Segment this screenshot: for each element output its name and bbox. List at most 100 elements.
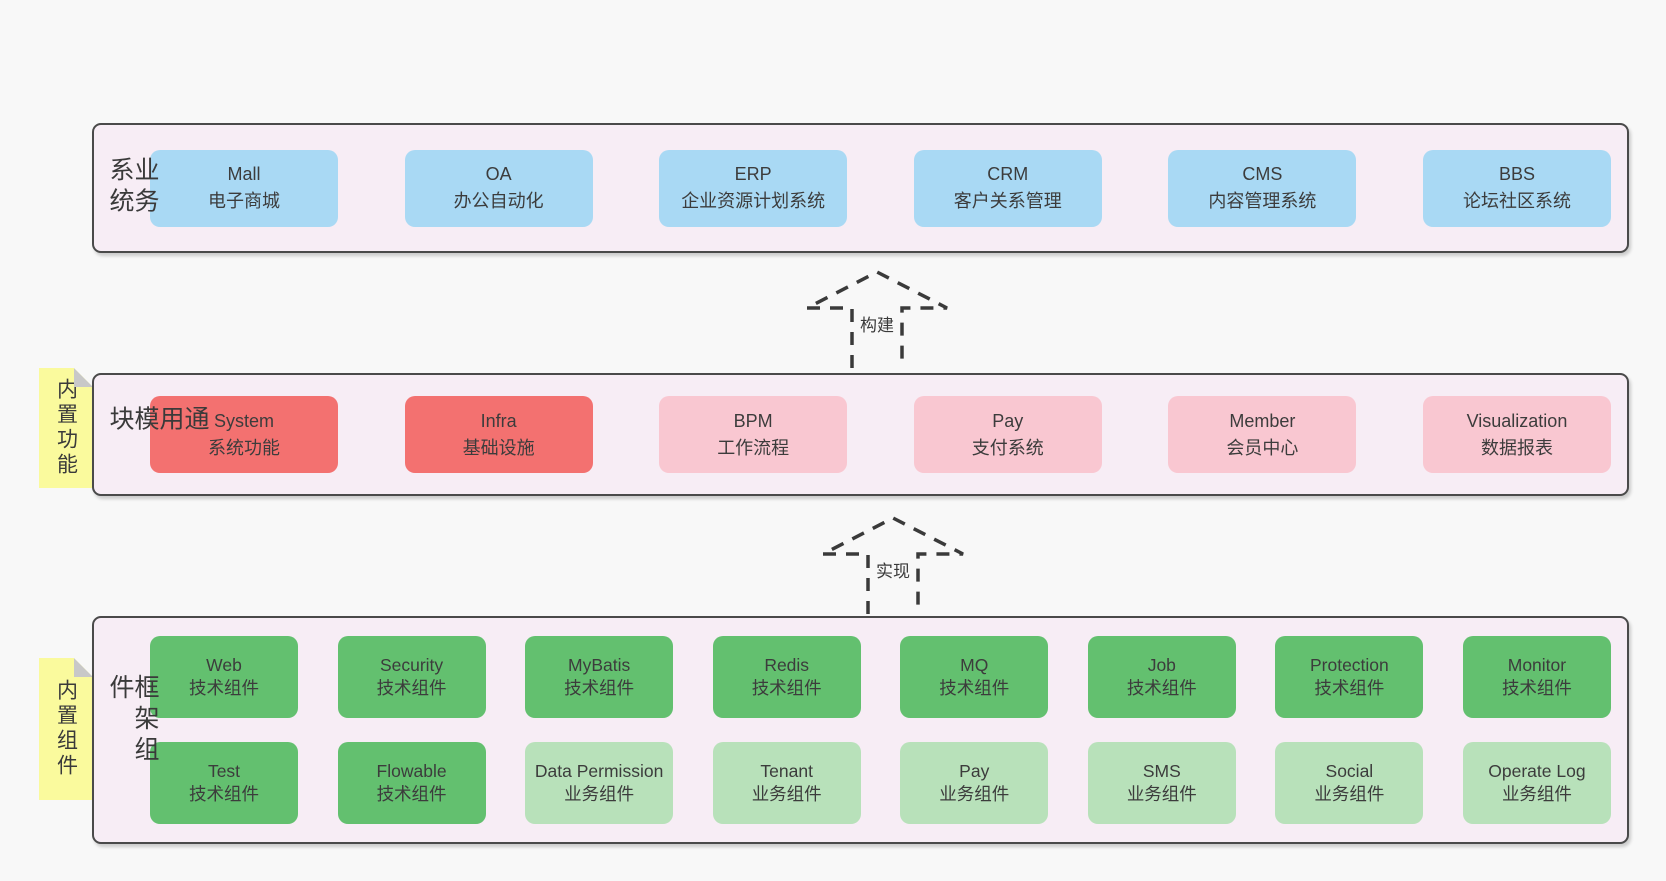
arrow-build: 构建	[802, 268, 952, 368]
box-desc: 系统功能	[208, 437, 280, 458]
box-name: OA	[485, 164, 512, 184]
sticky-note-label: 内置功能	[54, 378, 78, 478]
box-redis: Redis 技术组件	[712, 636, 861, 718]
box-desc: 技术组件	[1501, 678, 1572, 698]
box-name: Flowable	[376, 760, 447, 781]
box-mq: MQ 技术组件	[900, 636, 1049, 718]
box-crm: CRM 客户关系管理	[913, 149, 1102, 227]
box-monitor: Monitor 技术组件	[1462, 636, 1611, 718]
box-name: Member	[1229, 410, 1296, 431]
box-infra: Infra 基础设施	[404, 396, 593, 473]
box-name: Pay	[959, 760, 990, 781]
box-name: Monitor	[1507, 654, 1567, 675]
box-desc: 业务组件	[751, 784, 822, 804]
box-desc: 内容管理系统	[1208, 191, 1317, 211]
folded-corner-icon	[74, 368, 93, 387]
box-sms: SMS 业务组件	[1087, 742, 1236, 824]
box-desc: 企业资源计划系统	[681, 191, 826, 211]
box-oa: OA 办公自动化	[404, 149, 593, 227]
box-name: System	[213, 410, 274, 431]
box-desc: 技术组件	[189, 784, 259, 804]
box-web: Web 技术组件	[150, 636, 298, 718]
components-grid: Web 技术组件 Security 技术组件 MyBatis 技术组件 Redi…	[150, 636, 1611, 824]
layer-label-common-modules: 通用模块	[106, 404, 209, 436]
box-test: Test 技术组件	[150, 742, 298, 824]
box-name: ERP	[734, 164, 772, 184]
box-name: Security	[379, 654, 444, 675]
box-desc: 论坛社区系统	[1462, 191, 1571, 211]
box-desc: 业务组件	[1501, 784, 1572, 804]
box-desc: 客户关系管理	[953, 191, 1062, 211]
layer-common-modules: 通用模块 System 系统功能 Infra 基础设施 BPM 工作流程 Pay…	[92, 373, 1629, 496]
box-name: BPM	[733, 410, 773, 431]
box-desc: 技术组件	[1126, 678, 1197, 698]
box-name: MyBatis	[568, 654, 631, 675]
box-desc: 技术组件	[564, 678, 635, 698]
box-pay: Pay 支付系统	[913, 396, 1102, 473]
box-desc: 支付系统	[971, 437, 1044, 458]
box-name: SMS	[1142, 760, 1181, 781]
dashed-up-arrow-icon	[806, 270, 948, 368]
box-desc: 技术组件	[376, 784, 447, 804]
box-name: Pay	[992, 410, 1024, 431]
box-mall: Mall 电子商城	[150, 149, 338, 227]
sticky-note-label: 内置组件	[54, 679, 78, 779]
box-desc: 办公自动化	[453, 191, 544, 211]
modules-box-row: System 系统功能 Infra 基础设施 BPM 工作流程 Pay 支付系统…	[150, 396, 1611, 473]
box-name: Infra	[480, 410, 517, 431]
box-desc: 技术组件	[376, 678, 447, 698]
folded-corner-icon	[74, 658, 93, 677]
box-name: MQ	[960, 654, 989, 675]
box-pay-biz: Pay 业务组件	[900, 742, 1049, 824]
sticky-note-builtin-features: 内置功能	[39, 368, 93, 488]
box-desc: 业务组件	[564, 784, 635, 804]
box-name: Web	[206, 654, 242, 675]
box-desc: 技术组件	[1314, 678, 1385, 698]
layer-label-business-systems: 业务系统	[106, 156, 159, 219]
box-system: System 系统功能	[150, 396, 338, 473]
box-job: Job 技术组件	[1087, 636, 1236, 718]
box-bpm: BPM 工作流程	[659, 396, 848, 473]
box-name: Redis	[764, 654, 810, 675]
box-name: Data Permission	[534, 760, 664, 781]
box-operate-log: Operate Log 业务组件	[1462, 742, 1611, 824]
box-member: Member 会员中心	[1168, 396, 1357, 473]
box-desc: 业务组件	[1126, 784, 1197, 804]
box-desc: 业务组件	[939, 784, 1010, 804]
dashed-up-arrow-icon	[822, 516, 964, 614]
box-name: CRM	[987, 164, 1029, 184]
box-desc: 基础设施	[462, 437, 535, 458]
box-name: Visualization	[1466, 410, 1568, 431]
box-name: Mall	[227, 164, 261, 184]
box-data-permission: Data Permission 业务组件	[525, 742, 674, 824]
box-mybatis: MyBatis 技术组件	[525, 636, 674, 718]
box-flowable: Flowable 技术组件	[337, 742, 486, 824]
box-cms: CMS 内容管理系统	[1168, 149, 1357, 227]
box-desc: 工作流程	[717, 437, 790, 458]
box-name: Protection	[1309, 654, 1389, 675]
box-visualization: Visualization 数据报表	[1422, 396, 1611, 473]
arrow-label: 构建	[858, 311, 896, 336]
layer-framework-components: 框架组件 Web 技术组件 Security 技术组件 MyBatis 技术组件…	[92, 616, 1629, 844]
box-desc: 会员中心	[1226, 437, 1299, 458]
box-name: Job	[1147, 654, 1176, 675]
box-name: CMS	[1242, 164, 1283, 184]
business-box-row: Mall 电子商城 OA 办公自动化 ERP 企业资源计划系统 CRM 客户关系…	[150, 149, 1611, 227]
box-protection: Protection 技术组件	[1275, 636, 1424, 718]
box-desc: 电子商城	[208, 191, 280, 211]
layer-business-systems: 业务系统 Mall 电子商城 OA 办公自动化 ERP 企业资源计划系统 CRM…	[92, 123, 1629, 253]
box-name: Test	[207, 760, 241, 781]
box-name: BBS	[1498, 164, 1535, 184]
box-name: Operate Log	[1488, 760, 1586, 781]
box-desc: 业务组件	[1314, 784, 1385, 804]
box-desc: 技术组件	[751, 678, 822, 698]
box-name: Social	[1325, 760, 1374, 781]
layer-label-framework-components: 框架组件	[106, 674, 159, 767]
box-erp: ERP 企业资源计划系统	[659, 149, 848, 227]
box-social: Social 业务组件	[1275, 742, 1424, 824]
arrow-implement: 实现	[818, 514, 968, 614]
box-name: Tenant	[760, 760, 813, 781]
sticky-note-builtin-components: 内置组件	[39, 658, 93, 800]
box-security: Security 技术组件	[337, 636, 486, 718]
box-tenant: Tenant 业务组件	[712, 742, 861, 824]
